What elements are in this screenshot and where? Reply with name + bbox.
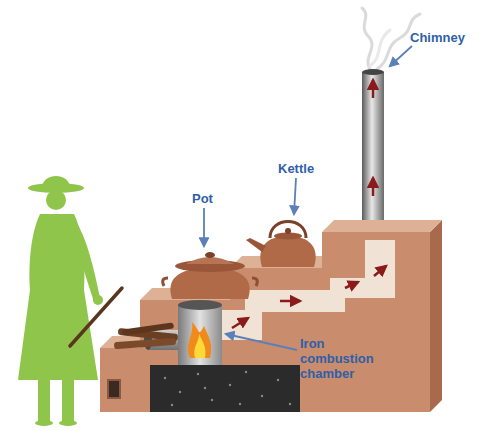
firewood bbox=[114, 322, 178, 349]
flow-arrows bbox=[232, 80, 386, 328]
part-label: Kettle bbox=[278, 161, 314, 176]
leg bbox=[62, 378, 74, 422]
pot-handle bbox=[163, 278, 168, 286]
dress bbox=[18, 214, 98, 380]
flow-arrow bbox=[345, 282, 358, 288]
hat-crown bbox=[42, 176, 70, 188]
stove-front bbox=[100, 232, 430, 412]
stove-side bbox=[430, 220, 442, 412]
pot-body bbox=[170, 268, 249, 299]
kettle-body bbox=[260, 236, 315, 267]
pot-handle bbox=[252, 278, 257, 286]
fire bbox=[194, 334, 205, 358]
kettle bbox=[246, 222, 316, 268]
foot bbox=[35, 420, 53, 426]
stove-body bbox=[100, 220, 442, 412]
part-label: Chimney bbox=[410, 30, 465, 45]
leader-arrow bbox=[203, 208, 205, 246]
flow-arrow bbox=[232, 318, 248, 328]
log bbox=[122, 322, 174, 335]
leader-arrow bbox=[294, 178, 296, 214]
chimney-opening bbox=[362, 69, 384, 75]
part-label: Pot bbox=[192, 191, 213, 206]
flow-arrow bbox=[374, 266, 386, 276]
leader-arrow bbox=[226, 334, 297, 350]
callout-arrows bbox=[204, 46, 412, 350]
head bbox=[46, 190, 66, 210]
foot bbox=[59, 420, 77, 426]
stove-top-face bbox=[322, 220, 442, 232]
pot-knob bbox=[205, 252, 215, 258]
chamber-top bbox=[178, 300, 222, 310]
poker-stick bbox=[70, 288, 122, 346]
kettle-knob bbox=[285, 228, 291, 234]
log bbox=[114, 338, 176, 349]
air-inlet bbox=[108, 380, 120, 398]
smoke-wisp bbox=[362, 8, 372, 72]
smoke-wisp bbox=[370, 30, 390, 66]
kettle-spout bbox=[246, 238, 266, 252]
pot bbox=[163, 252, 258, 299]
chimney-pipe bbox=[362, 72, 384, 234]
ash-pit bbox=[150, 365, 300, 412]
leg bbox=[38, 378, 50, 422]
chamber-cylinder bbox=[178, 305, 222, 365]
woman-silhouette bbox=[18, 176, 100, 426]
leader-arrow bbox=[390, 46, 412, 66]
part-label: Iron combustion chamber bbox=[300, 336, 384, 381]
hand bbox=[93, 295, 103, 305]
pot-lid bbox=[186, 257, 234, 264]
fire bbox=[188, 322, 211, 358]
arm bbox=[70, 218, 100, 302]
flow-arrow bbox=[372, 80, 375, 98]
flow-arrow bbox=[280, 300, 300, 303]
ash-specks bbox=[164, 371, 291, 406]
flow-arrow bbox=[372, 178, 375, 196]
